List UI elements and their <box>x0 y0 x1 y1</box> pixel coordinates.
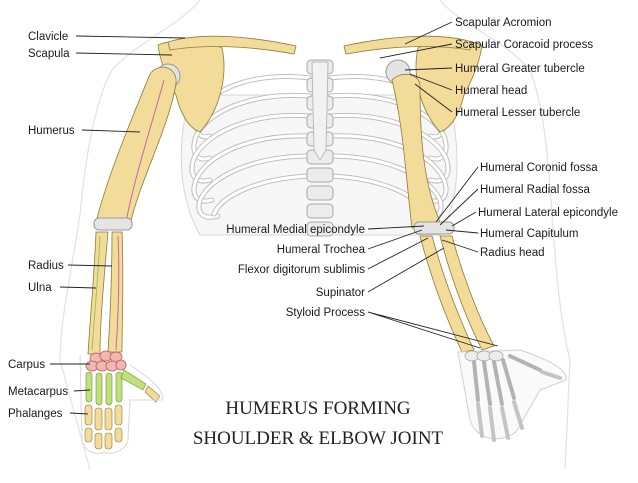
label-scapular-coracoid-process: Scapular Coracoid process <box>455 39 593 51</box>
label-humerus: Humerus <box>28 125 75 137</box>
title-line-2: SHOULDER & ELBOW JOINT <box>193 428 444 449</box>
label-ulna: Ulna <box>28 282 52 294</box>
label-radius-head: Radius head <box>480 247 545 259</box>
label-radius: Radius <box>28 260 64 272</box>
label-metacarpus: Metacarpus <box>8 386 68 398</box>
left-humerus-edge <box>125 79 165 223</box>
label-humeral-radial-fossa: Humeral Radial fossa <box>480 184 591 196</box>
right-ulna <box>439 235 495 351</box>
left-metacarpus <box>85 369 147 406</box>
label-supinator: Supinator <box>316 287 365 299</box>
label-humeral-trochea: Humeral Trochea <box>277 244 366 256</box>
right-humerus <box>391 73 441 229</box>
title-line-1: HUMERUS FORMING <box>225 398 411 419</box>
label-humeral-coronid-fossa: Humeral Coronid fossa <box>480 162 598 174</box>
left-humerus <box>95 66 177 226</box>
left-clavicle <box>167 35 297 55</box>
label-carpus: Carpus <box>8 359 45 371</box>
left-hand <box>79 350 164 454</box>
left-ulna <box>87 231 109 355</box>
leader-lines <box>50 21 499 415</box>
label-phalanges: Phalanges <box>8 408 63 420</box>
left-labels: Clavicle Scapula Humerus Radius Ulna Car… <box>8 31 75 420</box>
label-styloid-process: Styloid Process <box>286 307 366 319</box>
left-carpus <box>85 350 127 372</box>
right-hand <box>457 349 567 442</box>
left-elbow-cartilage <box>93 217 133 231</box>
label-humeral-greater-tubercle: Humeral Greater tubercle <box>455 63 585 75</box>
label-humeral-medial-epicondyle: Humeral Medial epicondyle <box>226 224 365 236</box>
right-shoulder-labels: Scapular Acromion Scapular Coracoid proc… <box>455 17 593 119</box>
label-scapular-acromion: Scapular Acromion <box>455 17 552 29</box>
sternum <box>311 61 329 161</box>
label-humeral-head: Humeral head <box>455 85 527 97</box>
left-phalanges <box>84 385 161 450</box>
right-elbow-cartilage <box>413 221 455 235</box>
label-humeral-lesser-tubercle: Humeral Lesser tubercle <box>455 107 580 119</box>
label-flexor-digitorum-sublimis: Flexor digitorum sublimis <box>238 264 365 276</box>
body-outline <box>59 0 571 471</box>
label-clavicle: Clavicle <box>28 31 68 43</box>
left-radius <box>107 231 124 353</box>
left-hand-outline <box>79 354 164 454</box>
right-clavicle <box>343 35 473 55</box>
right-elbow-labels: Humeral Coronid fossa Humeral Radial fos… <box>478 162 618 259</box>
right-radius <box>419 235 475 353</box>
center-labels: Humeral Medial epicondyle Humeral Troche… <box>226 224 365 319</box>
label-humeral-capitulum: Humeral Capitulum <box>480 228 578 240</box>
label-humeral-lateral-epicondyle: Humeral Lateral epicondyle <box>478 207 618 219</box>
label-scapula: Scapula <box>28 48 70 60</box>
diagram-title: HUMERUS FORMING SHOULDER & ELBOW JOINT <box>193 398 444 449</box>
